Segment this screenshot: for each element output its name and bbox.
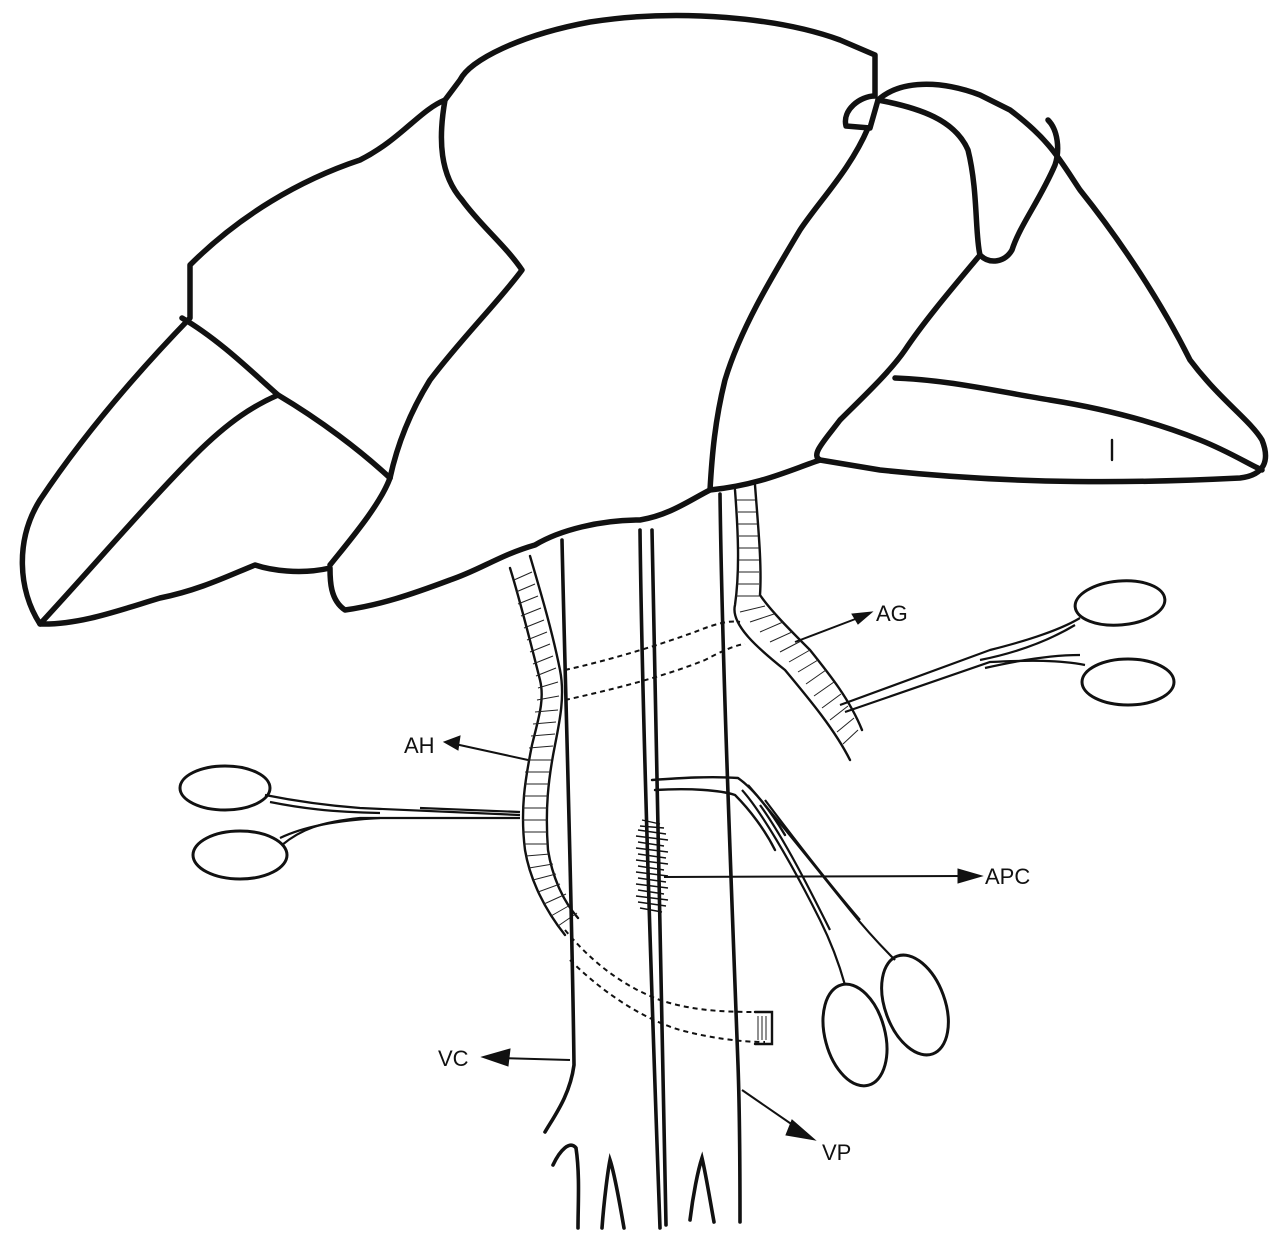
- label-vc: VC: [438, 1046, 469, 1071]
- vena-cava-right-wall-2: [652, 530, 666, 1225]
- vc-pointer-line: [500, 1058, 570, 1060]
- ah-pointer-line: [455, 744, 528, 760]
- vessel-branch-3: [690, 1158, 714, 1222]
- liver-fissure-4: [390, 100, 522, 478]
- clamp-left: [180, 766, 520, 879]
- vc-arrowhead: [482, 1049, 510, 1066]
- liver-fissure-1: [40, 395, 278, 624]
- cut-vessel-hatch: [758, 1016, 766, 1040]
- splenic-artery-outer: [734, 490, 850, 760]
- splenic-artery-hatching: [736, 500, 858, 744]
- labels: AG AH APC VC VP: [404, 601, 1030, 1165]
- portocaval-connector-bottom: [655, 789, 775, 850]
- label-vp: VP: [822, 1140, 851, 1165]
- liver: [22, 16, 1265, 625]
- ah-arrowhead: [444, 736, 460, 750]
- label-ah: AH: [404, 733, 435, 758]
- ag-arrowhead: [852, 612, 872, 624]
- apc-arrowhead: [958, 869, 982, 883]
- portal-vein-left-wall: [720, 494, 740, 1222]
- vessel-branch-2: [602, 1160, 624, 1228]
- liver-fissure-8: [895, 378, 1262, 470]
- label-apc: APC: [985, 864, 1030, 889]
- liver-left-lobe: [22, 16, 1265, 625]
- liver-fissure-2: [182, 318, 390, 478]
- apc-pointer-line: [664, 876, 965, 877]
- ag-pointer-line: [795, 618, 858, 642]
- clamp-right: [840, 577, 1174, 712]
- vessel-branch-1: [553, 1145, 579, 1228]
- label-pointers: [444, 612, 982, 1140]
- label-ag: AG: [876, 601, 908, 626]
- splenic-artery-inner: [755, 485, 862, 730]
- portocaval-anastomosis-suture: [636, 820, 668, 912]
- liver-fissure-5: [710, 128, 868, 490]
- vp-arrowhead: [786, 1120, 815, 1140]
- clamp-bottom: [742, 785, 961, 1093]
- liver-fissure-3: [330, 478, 390, 565]
- liver-fissure-7: [817, 255, 980, 460]
